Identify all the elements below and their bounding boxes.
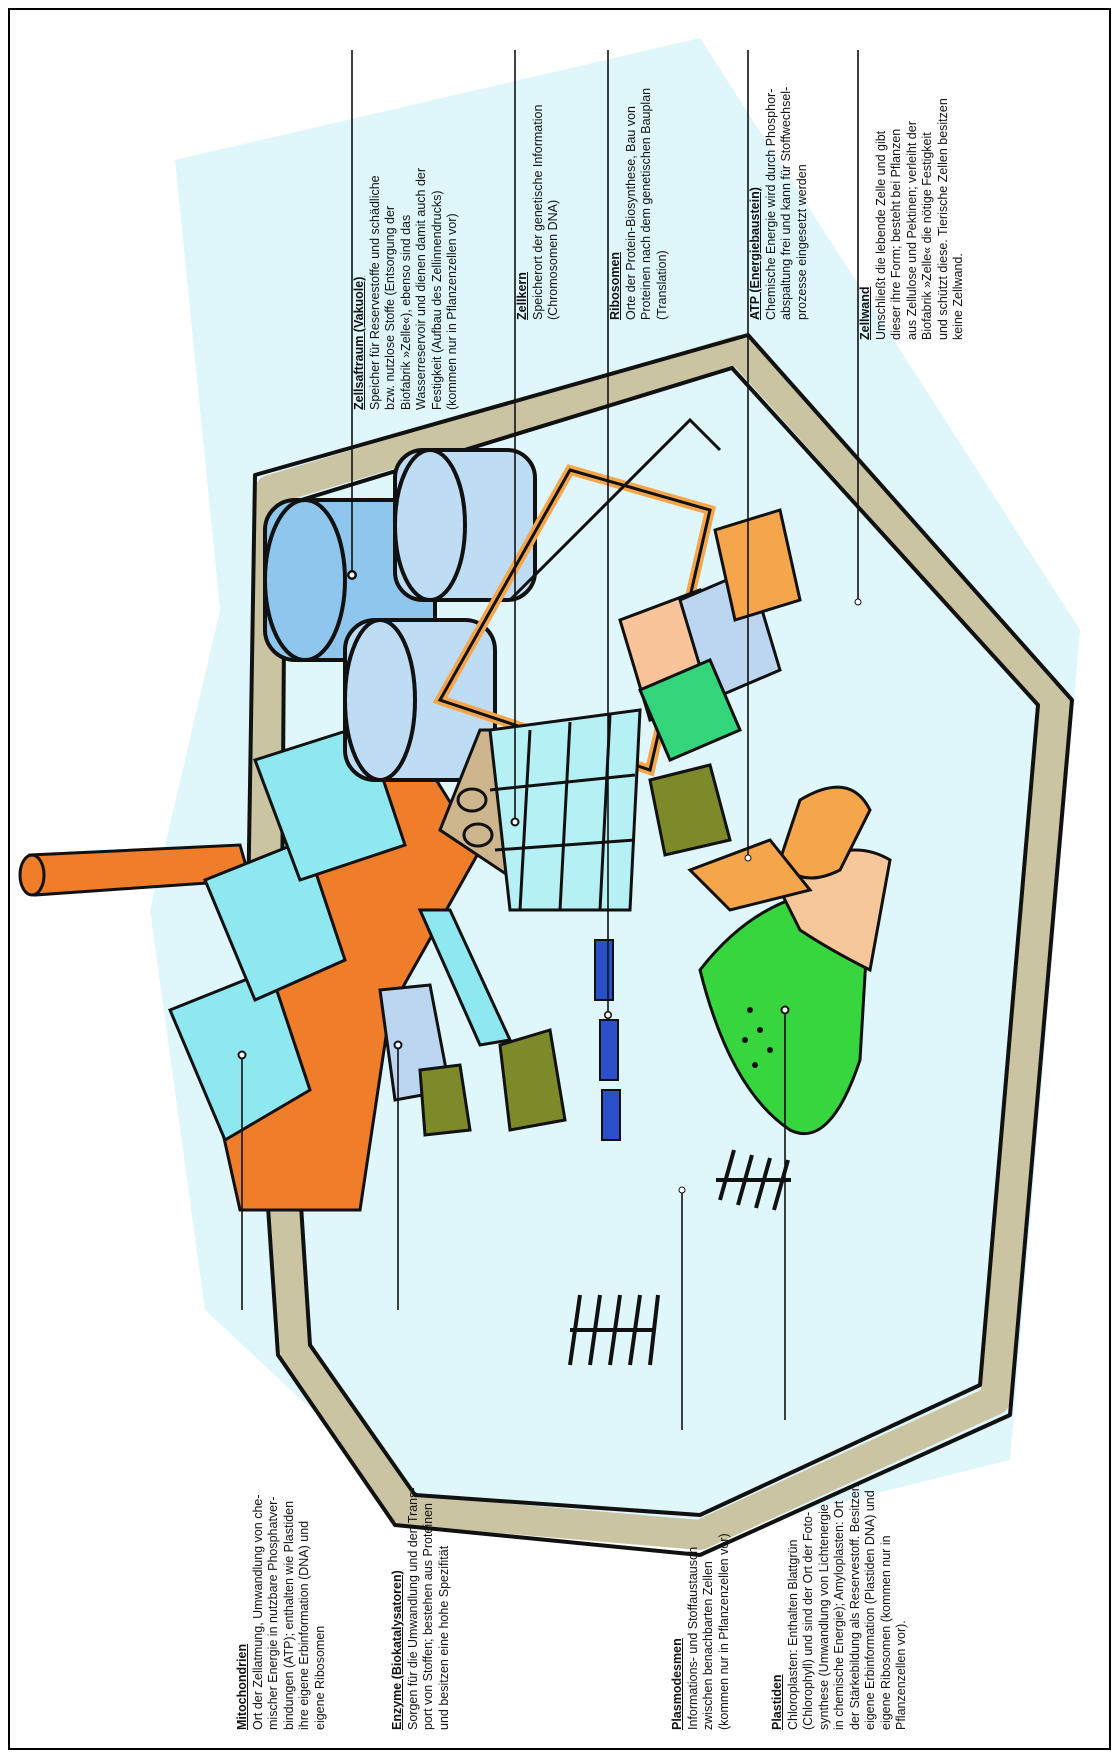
label-atp-title: ATP (Energiebaustein) (748, 87, 764, 320)
label-plastiden-title: Plastiden (770, 1484, 786, 1730)
label-plasmodesmen: Plasmodesmen Informations- und Stoffaust… (670, 1533, 732, 1730)
label-atp-text: Chemische Energie wird durch Phosphor- a… (764, 87, 811, 320)
label-zellsaftraum-title: Zellsaftraum (Vakuole) (352, 168, 368, 410)
figure-frame: Zellsaftraum (Vakuole) Speicher für Rese… (8, 8, 1111, 1750)
label-zellkern-text: Speicherort der genetische Information (… (531, 105, 562, 320)
label-enzyme-text: Sorgen für die Umwandlung und den Trans-… (406, 1487, 453, 1730)
label-mitochondrien: Mitochondrien Ort der Zellatmung, Umwand… (235, 1494, 328, 1730)
label-enzyme: Enzyme (Biokatalysatoren) Sorgen für die… (390, 1487, 452, 1730)
label-ribosomen-text: Orte der Protein-Biosynthese, Bau von Pr… (624, 88, 671, 320)
label-zellwand-text: Umschließt die lebende Zelle und gibt di… (874, 98, 967, 340)
label-zellsaftraum: Zellsaftraum (Vakuole) Speicher für Rese… (352, 168, 461, 410)
label-atp: ATP (Energiebaustein) Chemische Energie … (748, 87, 810, 320)
label-zellkern-title: Zellkern (515, 105, 531, 320)
label-zellwand: Zellwand Umschließt die lebende Zelle un… (858, 98, 967, 340)
label-ribosomen: Ribosomen Orte der Protein-Biosynthese, … (608, 88, 670, 320)
label-ribosomen-title: Ribosomen (608, 88, 624, 320)
label-zellkern: Zellkern Speicherort der genetische Info… (515, 105, 562, 320)
label-plastiden: Plastiden Chloroplasten: Enthalten Blatt… (770, 1484, 910, 1730)
label-plastiden-text: Chloroplasten: Enthalten Blattgrün (Chlo… (786, 1484, 910, 1730)
label-mitochondrien-text: Ort der Zellatmung, Umwandlung von che- … (251, 1494, 329, 1730)
label-plasmodesmen-title: Plasmodesmen (670, 1533, 686, 1730)
label-zellsaftraum-text: Speicher für Reservestoffe und schädlich… (368, 168, 461, 410)
label-zellwand-title: Zellwand (858, 98, 874, 340)
label-plasmodesmen-text: Informations- und Stoffaustausch zwische… (686, 1533, 733, 1730)
label-mitochondrien-title: Mitochondrien (235, 1494, 251, 1730)
label-enzyme-title: Enzyme (Biokatalysatoren) (390, 1487, 406, 1730)
